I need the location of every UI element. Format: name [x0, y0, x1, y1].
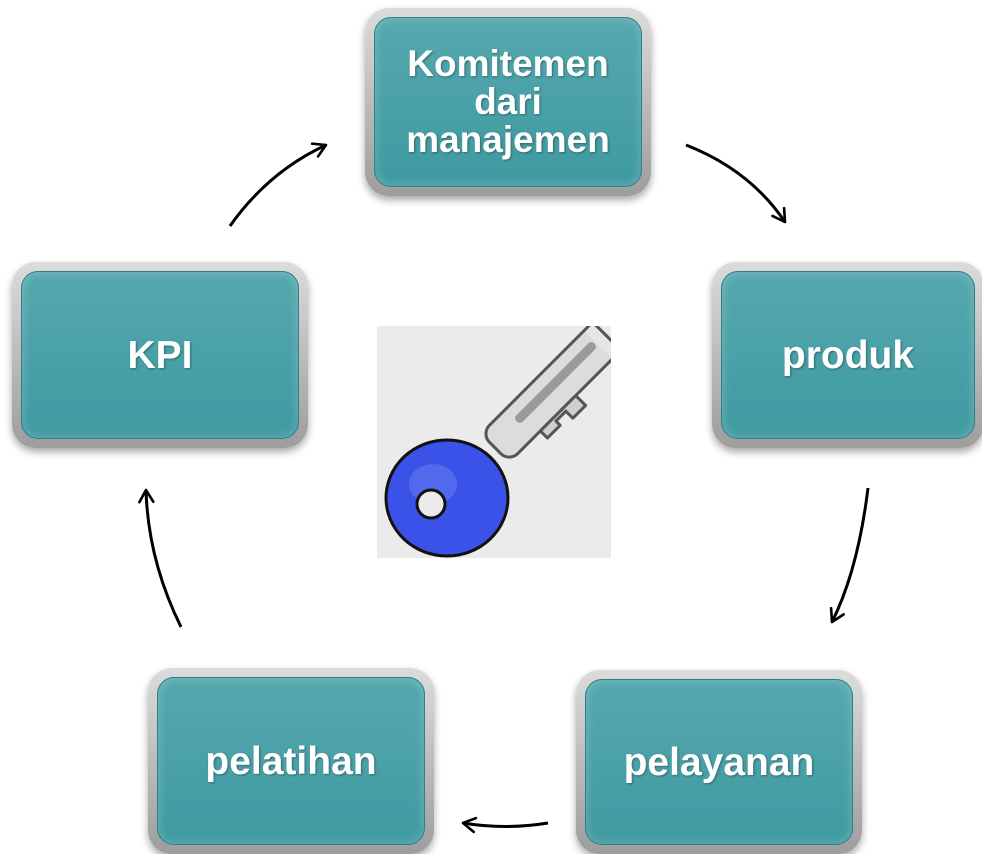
node-pelatihan-inner: pelatihan	[157, 677, 425, 845]
arrow-produk-to-pelayanan	[829, 487, 870, 624]
node-kpi: KPI	[12, 262, 308, 448]
key-image-panel	[377, 319, 624, 558]
node-pelayanan: pelayanan	[576, 670, 862, 854]
node-kpi-inner: KPI	[21, 271, 299, 439]
arrow-pelatihan-to-kpi	[138, 488, 183, 628]
node-pelatihan-label: pelatihan	[205, 739, 377, 783]
arrow-komitmen-to-produk	[685, 143, 787, 224]
node-produk-label: produk	[781, 333, 915, 377]
node-komitmen-dari-manajemen: Komitemen dari manajemen	[365, 8, 651, 196]
arrow-kpi-to-komitmen	[228, 142, 328, 227]
node-kpi-label: KPI	[127, 333, 193, 377]
arrow-pelayanan-to-pelatihan	[461, 816, 549, 834]
node-pelayanan-label: pelayanan	[623, 740, 815, 784]
node-komitmen-inner: Komitemen dari manajemen	[374, 17, 642, 187]
node-pelatihan: pelatihan	[148, 668, 434, 854]
node-pelayanan-inner: pelayanan	[585, 679, 853, 845]
node-komitmen-label: Komitemen dari manajemen	[406, 42, 610, 161]
node-produk: produk	[712, 262, 982, 448]
key-icon	[384, 319, 624, 558]
node-produk-inner: produk	[721, 271, 975, 439]
